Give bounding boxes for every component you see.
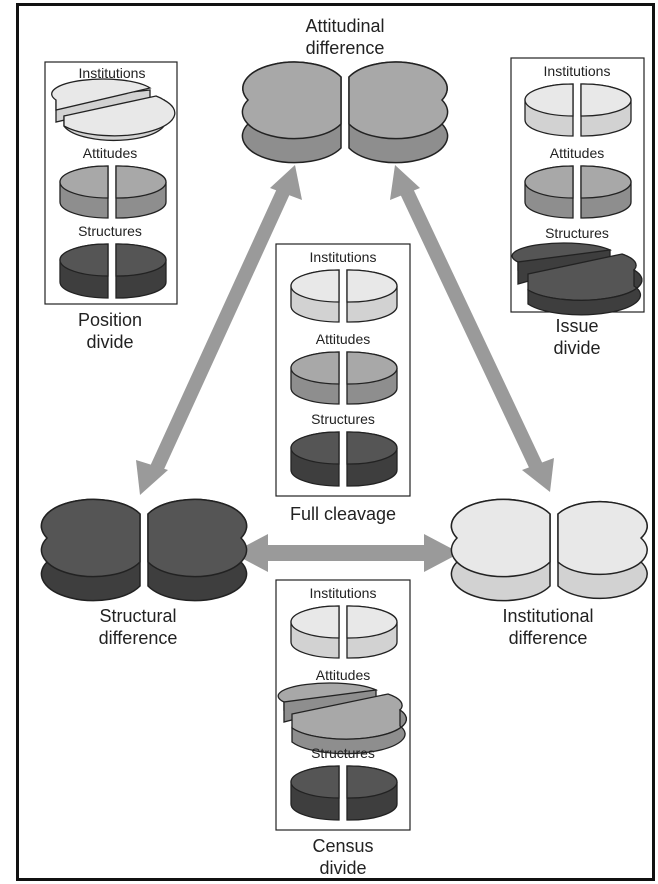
- issue-structures-disk: [511, 242, 643, 316]
- node-attitudinal: Attitudinal difference: [241, 16, 449, 164]
- position-structures-disk: [59, 243, 167, 299]
- position-attitudes-disk: [59, 165, 167, 219]
- structural-label-line2: difference: [99, 628, 178, 648]
- issue-caption-line1: Issue: [555, 316, 598, 336]
- position-caption-line2: divide: [86, 332, 133, 352]
- issue-row-label-2: Attitudes: [550, 145, 604, 161]
- position-caption-line1: Position: [78, 310, 142, 330]
- attitudinal-cylinder: [241, 61, 449, 164]
- inset-full-cleavage: Institutions Attitudes Structures Full c…: [275, 243, 411, 524]
- full-structures-disk: [290, 431, 398, 487]
- institutional-label-line2: difference: [509, 628, 588, 648]
- structural-cylinder: [40, 498, 248, 602]
- full-row-label-1: Institutions: [310, 249, 377, 265]
- inset-position-divide: Institutions Attitudes Structures Positi…: [44, 61, 178, 352]
- full-institutions-disk: [290, 269, 398, 323]
- node-structural: Structural difference: [40, 498, 248, 648]
- inset-issue-divide: Institutions Attitudes Structures Issue …: [510, 57, 645, 358]
- census-institutions-disk: [290, 605, 398, 659]
- issue-attitudes-disk: [524, 165, 632, 219]
- census-caption-line1: Census: [312, 836, 373, 856]
- structural-label-line1: Structural: [99, 606, 176, 626]
- census-attitudes-disk: [277, 682, 407, 755]
- institutional-cylinder: [450, 498, 648, 602]
- attitudinal-label-line1: Attitudinal: [305, 16, 384, 36]
- issue-row-label-1: Institutions: [544, 63, 611, 79]
- census-row-label-2: Attitudes: [316, 667, 370, 683]
- attitudinal-label-line2: difference: [306, 38, 385, 58]
- full-caption: Full cleavage: [290, 504, 396, 524]
- institutional-label-line1: Institutional: [502, 606, 593, 626]
- position-institutions-disk: [51, 78, 176, 142]
- position-row-label-1: Institutions: [79, 65, 146, 81]
- census-caption-line2: divide: [319, 858, 366, 878]
- position-row-label-2: Attitudes: [83, 145, 137, 161]
- diagram-frame: [16, 3, 655, 881]
- census-row-label-3: Structures: [311, 745, 375, 761]
- arrow-structural-institutional: [232, 534, 460, 572]
- arrow-attitudinal-institutional: [390, 165, 554, 492]
- full-row-label-2: Attitudes: [316, 331, 370, 347]
- full-attitudes-disk: [290, 351, 398, 405]
- issue-row-label-3: Structures: [545, 225, 609, 241]
- census-row-label-1: Institutions: [310, 585, 377, 601]
- full-row-label-3: Structures: [311, 411, 375, 427]
- arrows: [136, 165, 554, 572]
- position-row-label-3: Structures: [78, 223, 142, 239]
- issue-institutions-disk: [524, 83, 632, 137]
- issue-caption-line2: divide: [553, 338, 600, 358]
- node-institutional: Institutional difference: [450, 498, 648, 648]
- census-structures-disk: [290, 765, 398, 821]
- arrow-structural-attitudinal: [136, 165, 302, 495]
- inset-census-divide: Institutions Attitudes Structures Census…: [275, 579, 411, 878]
